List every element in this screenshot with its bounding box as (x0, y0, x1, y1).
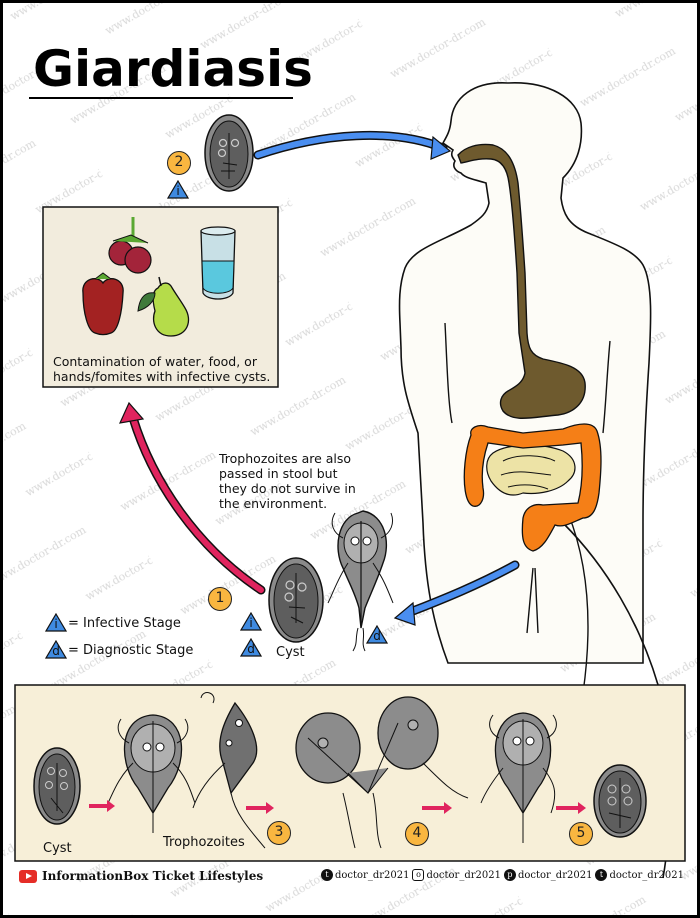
footer-channel[interactable]: InformationBox Ticket Lifestyles (19, 869, 263, 883)
step-badge-4: 4 (405, 822, 429, 846)
diagnostic-stage-marker-trophozoite: d (366, 625, 388, 644)
panel-dividing-trophozoite (295, 696, 469, 849)
tumblr-icon: t (595, 869, 608, 881)
panel-trophozoite-1 (107, 714, 196, 833)
infective-stage-marker-cyst: i (240, 612, 262, 631)
small-intestine (486, 444, 576, 496)
page-title: Giardiasis (33, 40, 313, 98)
twitter-icon: t (321, 869, 333, 881)
note-line-3: they do not survive in (219, 481, 356, 496)
contamination-line-2: hands/fomites with infective cysts. (53, 369, 271, 384)
note-line-2: passed in stool but (219, 466, 338, 481)
cyst-top (204, 114, 254, 192)
cyst-label-middle: Cyst (276, 645, 305, 660)
apple-icon (82, 272, 124, 336)
pear-icon (137, 276, 190, 337)
channel-name: InformationBox Ticket Lifestyles (42, 869, 264, 883)
water-glass-icon (200, 226, 236, 300)
raspberries-icon (108, 217, 152, 274)
step-badge-1: 1 (208, 587, 232, 611)
youtube-icon (19, 869, 37, 883)
contamination-caption: Contamination of water, food, or hands/f… (53, 354, 270, 384)
panel-cyst-right (593, 764, 647, 838)
trophozoites-label: Trophozoites (163, 835, 245, 850)
legend-infective-icon: i (45, 613, 67, 632)
infographic-page: www.doctor-dr.com www.doctor-dr.com (3, 3, 697, 915)
contamination-line-1: Contamination of water, food, or (53, 354, 257, 369)
cyst-label-bottom: Cyst (43, 841, 72, 856)
panel-trophozoite-3 (480, 712, 557, 843)
arrow-ingestion (253, 130, 452, 160)
contamination-box (42, 206, 279, 388)
pinterest-icon: p (503, 869, 516, 881)
panel-cyst-left (33, 747, 81, 825)
note-line-1: Trophozoites are also (219, 451, 352, 466)
step-badge-5: 5 (569, 822, 593, 846)
infective-stage-marker: i (167, 180, 189, 199)
legend-diagnostic-icon: d (45, 640, 67, 659)
trophozoite-middle (327, 510, 394, 652)
title-underline (29, 97, 293, 99)
panel-trophozoite-2 (192, 692, 266, 849)
legend-diagnostic-label: = Diagnostic Stage (68, 643, 194, 658)
trophozoite-note: Trophozoites are also passed in stool bu… (219, 451, 356, 511)
instagram-icon: o (412, 869, 425, 881)
step-badge-3: 3 (267, 821, 291, 845)
esophagus-stomach (457, 143, 586, 419)
panel-arrows (89, 800, 586, 814)
diagnostic-stage-marker-cyst: d (240, 638, 262, 657)
legend-infective-label: = Infective Stage (68, 616, 181, 631)
large-intestine (463, 423, 602, 552)
step-badge-2: 2 (167, 151, 191, 175)
note-line-4: the environment. (219, 496, 328, 511)
arrow-excretion (393, 560, 520, 626)
arrow-contamination (118, 401, 266, 595)
cyst-middle (268, 557, 324, 643)
